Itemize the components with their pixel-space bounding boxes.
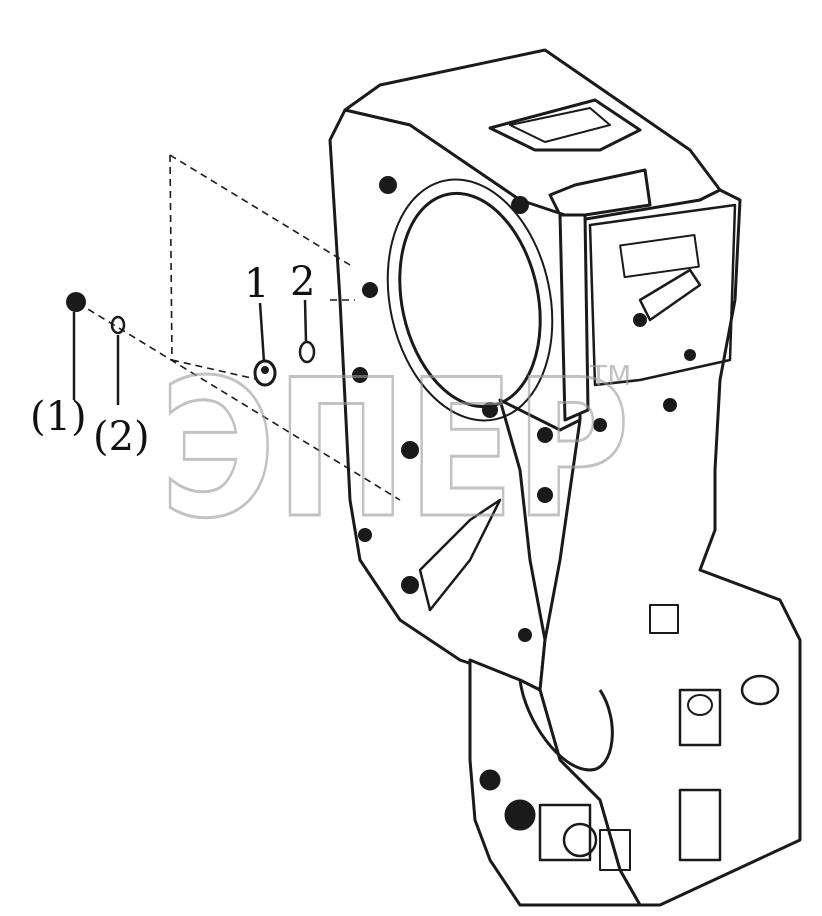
callout-alt-1: (1) [30,394,87,440]
housing-right-face [538,188,802,907]
callout-1: 1 [244,261,269,307]
dashed-frame-top [169,154,351,266]
dashed-axis [77,302,401,501]
callout-alt-2: (2) [93,414,150,460]
leader-lines [72,299,308,405]
lower-bore [518,679,614,772]
parts [66,292,316,387]
transmission-housing [328,48,802,907]
oring-part-2 [298,340,316,364]
lower-front-block [468,658,642,907]
watermark-text: ЭПЕР [160,339,630,560]
valve-plate [588,203,737,387]
dashed-frame-left [169,154,173,361]
callout-2: 2 [290,259,315,305]
rib [418,498,502,612]
top-slot [488,98,642,152]
callout-labels: 1 2 (1) (2) [30,259,315,460]
dashed-frame-bottom [171,359,261,381]
watermark: ЭПЕР TM [159,338,632,562]
watermark-tm: TM [589,359,631,392]
right-pillar [558,213,590,422]
explosion-lines [77,154,401,501]
oring-part-alt-2 [110,315,126,335]
bolt-holes [352,176,696,642]
plug-part-alt-1 [66,292,86,312]
